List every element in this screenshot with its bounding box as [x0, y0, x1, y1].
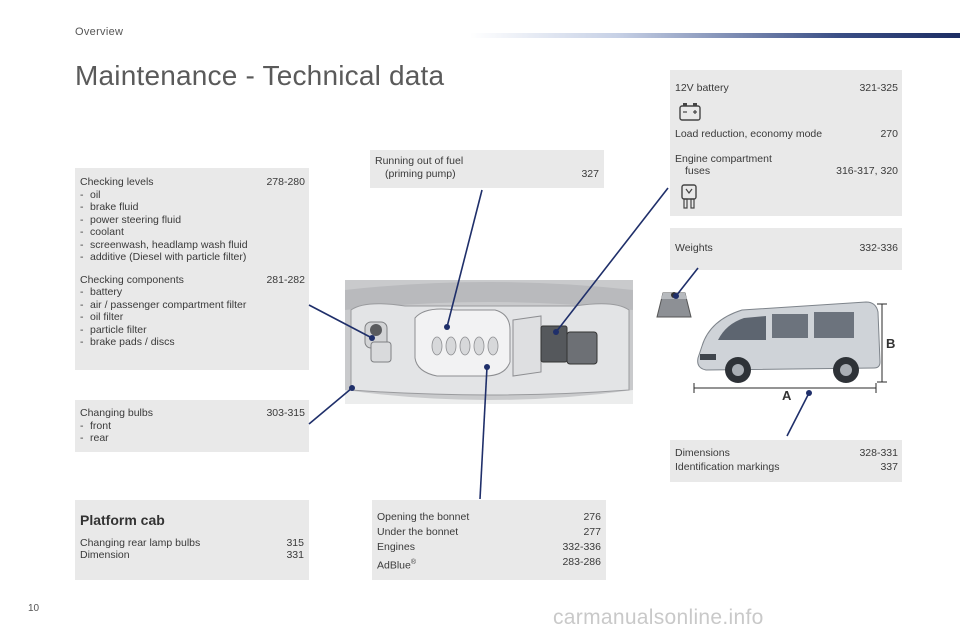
watermark: carmanualsonline.info: [553, 606, 764, 629]
fuel-box: Running out of fuel (priming pump) 327: [370, 150, 604, 188]
list-item: -screenwash, headlamp wash fluid: [80, 238, 248, 251]
platform-cab-row: Changing rear lamp bulbs 315: [80, 536, 304, 549]
fuel-row: (priming pump) 327: [375, 168, 599, 181]
list-item: -coolant: [80, 226, 124, 238]
list-item: -front: [80, 419, 112, 432]
list-item: -brake pads / discs: [80, 336, 175, 348]
checking-components-row: Checking components 281-282: [80, 274, 305, 287]
battery-label: 12V battery: [675, 82, 729, 94]
battery-fuses-box: 12V battery 321-325 Load reduction, econ…: [670, 70, 902, 216]
fuel-label-line1: Running out of fuel: [375, 155, 464, 167]
changing-bulbs-label: Changing bulbs: [80, 407, 153, 419]
bonnet-row: AdBlue®283-286: [377, 556, 601, 572]
battery-pages: 321-325: [859, 82, 898, 94]
fuel-pages: 327: [581, 167, 599, 180]
dimension-b-label: B: [886, 336, 895, 351]
list-item: -rear: [80, 432, 109, 444]
checking-levels-label: Checking levels: [80, 176, 154, 188]
battery-row: 12V battery 321-325: [675, 82, 898, 95]
platform-cab-heading: Platform cab: [80, 512, 165, 528]
dimension-a-label: A: [782, 388, 792, 403]
page-number: 10: [28, 603, 40, 614]
changing-bulbs-pages: 303-315: [266, 407, 305, 419]
load-reduction-pages: 270: [880, 128, 898, 140]
list-item: -brake fluid: [80, 201, 139, 213]
section-label: Overview: [75, 26, 124, 38]
page-title: Maintenance - Technical data: [75, 60, 445, 91]
fuses-pages: 316-317, 320: [836, 165, 898, 177]
checking-components-label: Checking components: [80, 273, 184, 286]
list-item: -power steering fluid: [80, 213, 182, 226]
weights-pages: 332-336: [859, 242, 898, 254]
list-item: -additive (Diesel with particle filter): [80, 251, 247, 263]
checking-levels-pages: 278-280: [266, 176, 305, 188]
list-item: -air / passenger compartment filter: [80, 298, 247, 311]
load-reduction-row: Load reduction, economy mode 270: [675, 128, 898, 141]
weights-label: Weights: [675, 242, 713, 254]
fuse-icon: [681, 183, 898, 214]
fuses-label-line1: Engine compartment: [675, 152, 772, 165]
list-item: -battery: [80, 286, 123, 298]
list-item: -oil filter: [80, 311, 124, 323]
fuses-label-line2: fuses: [685, 165, 711, 177]
checking-components-pages: 281-282: [266, 273, 305, 286]
changing-bulbs-row: Changing bulbs 303-315: [80, 407, 305, 420]
engine-bay-illustration: [345, 280, 633, 404]
list-item: -oil: [80, 188, 101, 201]
weights-box: Weights 332-336: [670, 228, 902, 270]
platform-cab-row: Dimension 331: [80, 549, 304, 561]
platform-cab-box: Platform cab Changing rear lamp bulbs 31…: [75, 500, 309, 580]
van-illustration: B A: [693, 301, 895, 403]
list-item: -particle filter: [80, 323, 147, 336]
fuses-row: fuses 316-317, 320: [675, 165, 898, 178]
weights-row: Weights 332-336: [675, 242, 898, 255]
battery-icon: [679, 101, 898, 125]
header-accent-bar: [470, 33, 960, 38]
load-reduction-label: Load reduction, economy mode: [675, 128, 823, 140]
changing-bulbs-box: Changing bulbs 303-315 -front -rear: [75, 400, 309, 452]
checking-levels-row: Checking levels 278-280: [80, 176, 305, 189]
checking-box: Checking levels 278-280 -oil -brake flui…: [75, 168, 309, 370]
fuel-label-line2: (priming pump): [385, 167, 456, 180]
